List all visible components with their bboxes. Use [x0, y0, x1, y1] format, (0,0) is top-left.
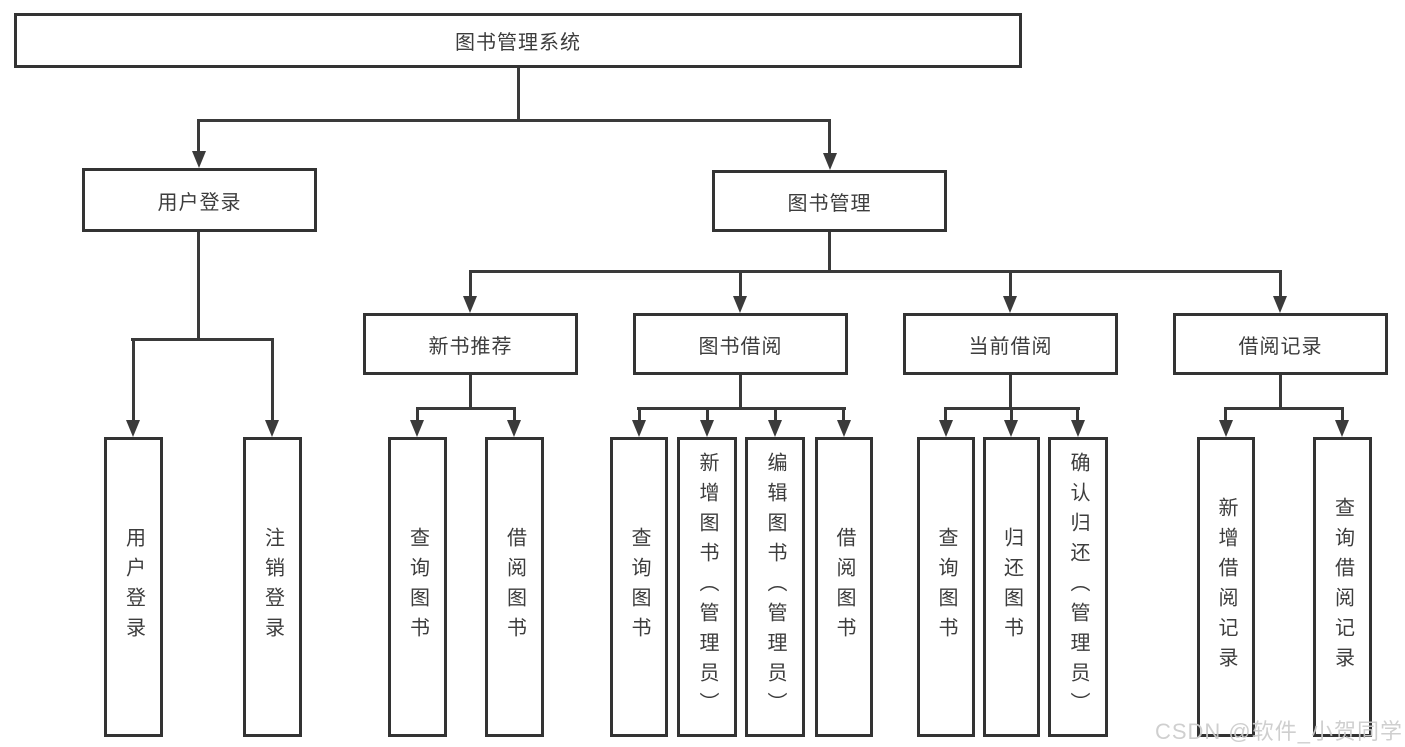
- csdn-watermark: CSDN @软件_小贺同学: [1154, 719, 1403, 744]
- leaf-cb-return-books: 归还图书: [983, 437, 1040, 737]
- connector-arrow-new-book-line: [469, 270, 472, 298]
- arrowhead-cb-confirm: [1071, 420, 1085, 437]
- leaf-nb-borrow-books: 借阅图书: [485, 437, 544, 737]
- leaf-label: 归还图书: [1000, 527, 1023, 647]
- connector-arrow-br-query-line: [1341, 407, 1344, 422]
- leaf-label: 借阅图书: [503, 527, 526, 647]
- arrowhead-current-borrow: [1003, 296, 1017, 313]
- connector-branch-user-login: [131, 338, 274, 341]
- connector-arrow-cb-confirm-line: [1076, 407, 1079, 422]
- arrowhead-bb-borrow: [837, 420, 851, 437]
- arrowhead-cb-query: [939, 420, 953, 437]
- connector-branch-level1: [197, 119, 831, 122]
- leaf-label: 新增借阅记录: [1215, 497, 1237, 677]
- connector-arrow-book-mgmt-line: [828, 119, 831, 155]
- connector-borrow-records-stem: [1279, 375, 1282, 409]
- arrowhead-book-mgmt: [823, 153, 837, 170]
- connector-branch-new-book: [416, 407, 516, 410]
- leaf-label: 新增图书（管理员）: [696, 452, 718, 722]
- connector-user-login-stem: [197, 232, 200, 340]
- arrowhead-bb-edit: [768, 420, 782, 437]
- connector-new-book-stem: [469, 375, 472, 409]
- connector-root-stem: [517, 68, 520, 122]
- connector-arrow-br-add-line: [1224, 407, 1227, 422]
- leaf-label: 编辑图书（管理员）: [764, 452, 786, 722]
- connector-current-borrow-stem: [1009, 375, 1012, 409]
- arrowhead-new-book: [463, 296, 477, 313]
- leaf-label: 查询图书: [628, 527, 650, 647]
- leaf-bb-borrow-books: 借阅图书: [815, 437, 873, 737]
- arrowhead-bb-add: [700, 420, 714, 437]
- leaf-logout: 注销登录: [243, 437, 302, 737]
- leaf-label: 借阅图书: [833, 527, 855, 647]
- node-borrowing-records: 借阅记录: [1173, 313, 1388, 375]
- leaf-bb-edit-books-admin: 编辑图书（管理员）: [745, 437, 805, 737]
- arrowhead-leaf-logout: [265, 420, 279, 437]
- arrowhead-leaf-user-login: [126, 420, 140, 437]
- leaf-nb-query-books: 查询图书: [388, 437, 447, 737]
- connector-arrow-bb-add-line: [706, 407, 709, 422]
- connector-branch-borrow-records: [1224, 407, 1344, 410]
- leaf-br-query-record: 查询借阅记录: [1313, 437, 1372, 737]
- node-label: 图书管理: [787, 192, 872, 215]
- node-label: 新书推荐: [428, 335, 513, 358]
- connector-arrow-borrow-records-line: [1279, 270, 1282, 298]
- leaf-label: 注销登录: [261, 527, 284, 647]
- arrowhead-borrow-records: [1273, 296, 1287, 313]
- arrowhead-user-login: [192, 151, 206, 168]
- node-user-login: 用户登录: [82, 168, 317, 232]
- arrowhead-nb-query: [410, 420, 424, 437]
- arrowhead-nb-borrow: [507, 420, 521, 437]
- connector-arrow-book-borrow-line: [739, 270, 742, 298]
- connector-arrow-leaf-logout-line: [271, 338, 274, 422]
- connector-book-mgmt-stem: [828, 232, 831, 272]
- leaf-br-add-record: 新增借阅记录: [1197, 437, 1255, 737]
- connector-arrow-current-borrow-line: [1009, 270, 1012, 298]
- node-library-management-system: 图书管理系统: [14, 13, 1022, 68]
- node-new-book-recommend: 新书推荐: [363, 313, 578, 375]
- connector-arrow-bb-query-line: [638, 407, 641, 422]
- node-label: 图书管理系统: [455, 32, 581, 54]
- node-label: 图书借阅: [698, 335, 783, 358]
- connector-branch-book-mgmt: [469, 270, 1282, 273]
- node-label: 当前借阅: [968, 335, 1053, 358]
- connector-arrow-nb-borrow-line: [513, 407, 516, 422]
- connector-arrow-leaf-user-login-line: [132, 338, 135, 422]
- node-book-management: 图书管理: [712, 170, 947, 232]
- connector-arrow-cb-query-line: [944, 407, 947, 422]
- connector-branch-book-borrow: [637, 407, 846, 410]
- leaf-user-login: 用户登录: [104, 437, 163, 737]
- connector-arrow-user-login-line: [197, 119, 200, 153]
- connector-arrow-bb-edit-line: [774, 407, 777, 422]
- leaf-cb-query-books: 查询图书: [917, 437, 975, 737]
- arrowhead-br-query: [1335, 420, 1349, 437]
- connector-arrow-cb-return-line: [1010, 407, 1013, 422]
- connector-book-borrow-stem: [739, 375, 742, 409]
- arrowhead-cb-return: [1004, 420, 1018, 437]
- node-label: 借阅记录: [1238, 335, 1323, 358]
- leaf-label: 查询图书: [406, 527, 429, 647]
- node-book-borrowing: 图书借阅: [633, 313, 848, 375]
- leaf-label: 确认归还（管理员）: [1067, 452, 1089, 722]
- node-label: 用户登录: [157, 191, 242, 214]
- leaf-cb-confirm-return-admin: 确认归还（管理员）: [1048, 437, 1108, 737]
- leaf-label: 用户登录: [122, 527, 145, 647]
- leaf-bb-query-books: 查询图书: [610, 437, 668, 737]
- leaf-label: 查询图书: [935, 527, 957, 647]
- arrowhead-bb-query: [632, 420, 646, 437]
- connector-arrow-nb-query-line: [416, 407, 419, 422]
- connector-arrow-bb-borrow-line: [842, 407, 845, 422]
- leaf-label: 查询借阅记录: [1331, 497, 1354, 677]
- arrowhead-book-borrow: [733, 296, 747, 313]
- arrowhead-br-add: [1219, 420, 1233, 437]
- node-current-borrowing: 当前借阅: [903, 313, 1118, 375]
- leaf-bb-add-books-admin: 新增图书（管理员）: [677, 437, 737, 737]
